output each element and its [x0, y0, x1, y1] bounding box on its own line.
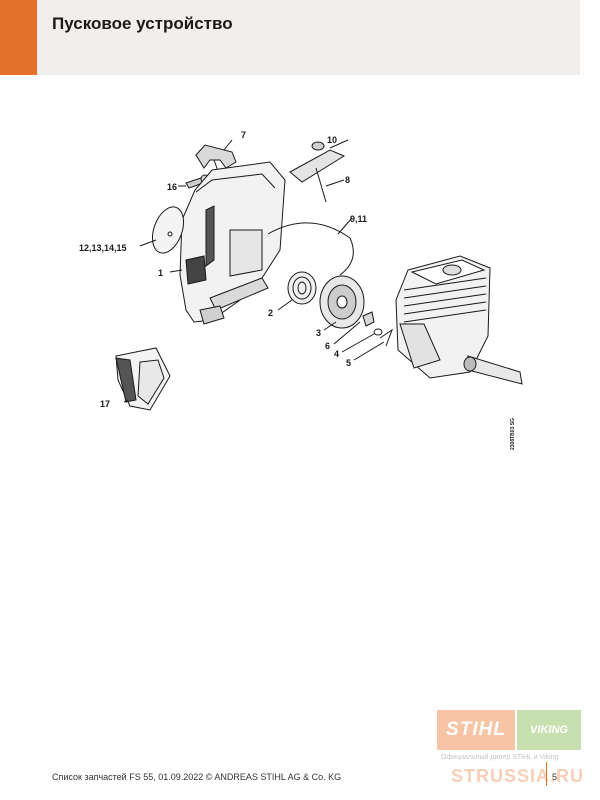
callout-12-15: 12,13,14,15: [79, 243, 127, 253]
callout-9-11: 9,11: [350, 214, 367, 224]
callout-16: 16: [167, 182, 177, 192]
diagram-svg: 7 10 8 9,11 16 12,13,14,15 1 2 3 6 4 5 1…: [79, 130, 523, 411]
starter-rope: [267, 222, 354, 276]
pawl: [362, 311, 375, 327]
t-handle-tool: [289, 141, 346, 203]
callout-3: 3: [316, 328, 321, 338]
callout-7: 7: [241, 130, 246, 140]
drawing-code: 2308TB03 SG: [510, 418, 516, 450]
washer: [373, 328, 383, 336]
callout-2: 2: [268, 308, 273, 318]
callout-5: 5: [346, 358, 351, 368]
spring-clip: [379, 328, 394, 347]
dealer-site: STRUSSIA.RU: [451, 766, 585, 786]
callout-8: 8: [345, 175, 350, 185]
dealer-text: Официальный дилер STIHL и Viking: [441, 754, 559, 761]
page-number: 5: [552, 772, 558, 782]
air-intake-cover: [115, 347, 171, 411]
dealer-watermark: STIHL VIKING Официальный дилер STIHL и V…: [437, 706, 585, 794]
fan-housing: [179, 161, 286, 325]
rewind-spring: [287, 271, 317, 305]
header-accent-bar: [0, 0, 37, 75]
callout-1: 1: [158, 268, 163, 278]
cover-disc: [151, 206, 185, 254]
rope-rotor: [319, 275, 365, 329]
callout-4: 4: [334, 349, 339, 359]
exploded-parts-diagram: 7 10 8 9,11 16 12,13,14,15 1 2 3 6 4 5 1…: [0, 110, 600, 470]
callout-17: 17: [100, 399, 110, 409]
engine-cylinder: [395, 255, 523, 385]
callout-6: 6: [325, 341, 330, 351]
page-header: Пусковое устройство: [0, 0, 580, 75]
stihl-logo: STIHL: [437, 710, 515, 750]
viking-logo: VIKING: [517, 710, 581, 750]
footer-copyright: Список запчастей FS 55, 01.09.2022 © AND…: [52, 772, 342, 782]
page-title: Пусковое устройство: [52, 14, 233, 33]
watermark-logos: STIHL VIKING: [437, 710, 581, 750]
page-number-divider: [546, 762, 547, 786]
callout-10: 10: [327, 135, 337, 145]
